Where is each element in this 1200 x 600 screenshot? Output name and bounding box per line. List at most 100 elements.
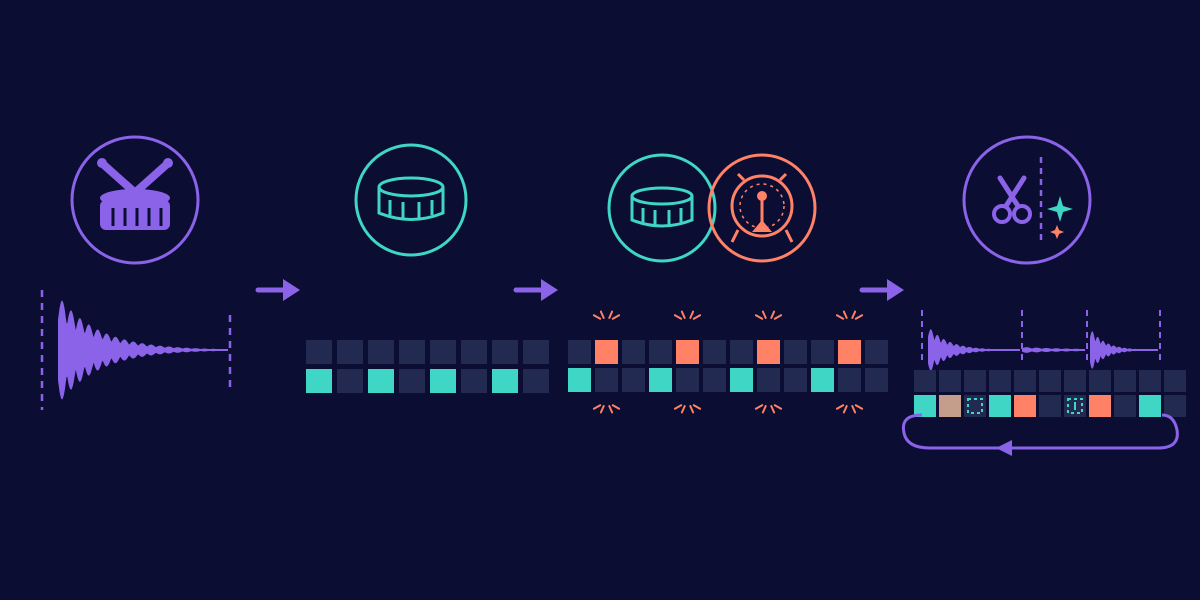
- hit-burst-line: [773, 404, 783, 410]
- hit-burst-line: [835, 314, 845, 320]
- hit-burst-line: [689, 310, 695, 319]
- waveform-sliced: [921, 310, 1161, 371]
- sparkle-icon: [1047, 196, 1073, 239]
- step-cell: [523, 369, 549, 393]
- kick-drum-icon: [707, 153, 817, 263]
- sequencer-loop: [914, 370, 1186, 417]
- loop-arrow: [901, 413, 1179, 456]
- step-cell: [1139, 370, 1161, 392]
- step-cell: [964, 395, 986, 417]
- hit-burst-line: [770, 310, 776, 319]
- step-cell: [337, 369, 363, 393]
- waveform-one-shot: [40, 290, 232, 410]
- hit-burst-line: [608, 310, 614, 319]
- step-cell: [676, 368, 699, 392]
- arrow-1: [255, 279, 300, 301]
- step-cell-active: [368, 369, 394, 393]
- hit-burst-line: [680, 405, 686, 414]
- hit-burst-line: [761, 310, 767, 319]
- snare-drum-icon: [354, 143, 468, 257]
- step-cell: [811, 340, 834, 364]
- stage-one-shot: [40, 135, 232, 410]
- hit-burst-line: [608, 405, 614, 414]
- drum-with-sticks-icon: [70, 135, 200, 265]
- hit-burst-line: [854, 314, 864, 320]
- step-cell: [337, 340, 363, 364]
- step-cell: [1114, 395, 1136, 417]
- stage-slice-loop: [901, 135, 1186, 456]
- step-cell: [622, 368, 645, 392]
- hit-burst-line: [592, 404, 602, 410]
- hit-burst-line: [761, 405, 767, 414]
- step-cell-active: [939, 395, 961, 417]
- step-cell: [523, 340, 549, 364]
- step-cell: [649, 340, 672, 364]
- step-cell: [368, 340, 394, 364]
- step-cell-active: [649, 368, 672, 392]
- hit-burst-line: [689, 405, 695, 414]
- hit-burst-line: [773, 314, 783, 320]
- step-cell: [492, 340, 518, 364]
- step-cell-active: [676, 340, 699, 364]
- sequencer-snare-kick: [568, 340, 888, 392]
- step-cell: [306, 340, 332, 364]
- step-cell-active: [306, 369, 332, 393]
- step-cell: [838, 368, 861, 392]
- step-cell: [461, 340, 487, 364]
- hit-burst-line: [692, 314, 702, 320]
- hit-burst-line: [851, 310, 857, 319]
- step-cell: [461, 369, 487, 393]
- step-cell: [1089, 370, 1111, 392]
- step-cell: [1014, 370, 1036, 392]
- hit-burst-line: [599, 310, 605, 319]
- hit-burst-line: [673, 314, 683, 320]
- step-cell: [703, 340, 726, 364]
- sequencer-snare-pattern: [306, 340, 549, 393]
- step-cell-ghost-outline: [1067, 398, 1083, 414]
- scissors-slice-icon: [962, 135, 1092, 265]
- step-cell: [595, 368, 618, 392]
- step-cell-active: [568, 368, 591, 392]
- hit-burst-line: [851, 405, 857, 414]
- step-cell: [1039, 395, 1061, 417]
- hit-burst-line: [842, 405, 848, 414]
- hit-burst-line: [835, 404, 845, 410]
- hit-burst-line: [599, 405, 605, 414]
- step-cell: [865, 340, 888, 364]
- step-cell: [1064, 370, 1086, 392]
- step-cell-active: [595, 340, 618, 364]
- step-cell-active: [492, 369, 518, 393]
- step-cell: [1164, 370, 1186, 392]
- stage-snare-pattern: [306, 143, 549, 393]
- step-cell: [865, 368, 888, 392]
- step-cell-active: [811, 368, 834, 392]
- step-cell: [622, 340, 645, 364]
- step-cell-active: [730, 368, 753, 392]
- step-cell-active: [1089, 395, 1111, 417]
- step-cell: [399, 340, 425, 364]
- step-cell: [730, 340, 753, 364]
- snare-drum-icon: [607, 153, 717, 263]
- step-cell: [939, 370, 961, 392]
- step-cell: [914, 370, 936, 392]
- step-cell: [989, 370, 1011, 392]
- hit-burst-line: [680, 310, 686, 319]
- step-cell-ghost-outline: [967, 398, 983, 414]
- hit-burst-line: [611, 314, 621, 320]
- step-cell: [784, 340, 807, 364]
- step-cell-active: [1139, 395, 1161, 417]
- step-cell-active: [914, 395, 936, 417]
- hit-burst-line: [592, 314, 602, 320]
- hit-burst-line: [611, 404, 621, 410]
- step-cell: [964, 370, 986, 392]
- step-cell-active: [1014, 395, 1036, 417]
- step-cell: [1164, 395, 1186, 417]
- hit-burst-line: [754, 404, 764, 410]
- step-cell-active: [838, 340, 861, 364]
- arrow-3: [859, 279, 904, 301]
- hit-burst-line: [842, 310, 848, 319]
- hit-burst-line: [692, 404, 702, 410]
- step-cell-active: [430, 369, 456, 393]
- step-cell: [399, 369, 425, 393]
